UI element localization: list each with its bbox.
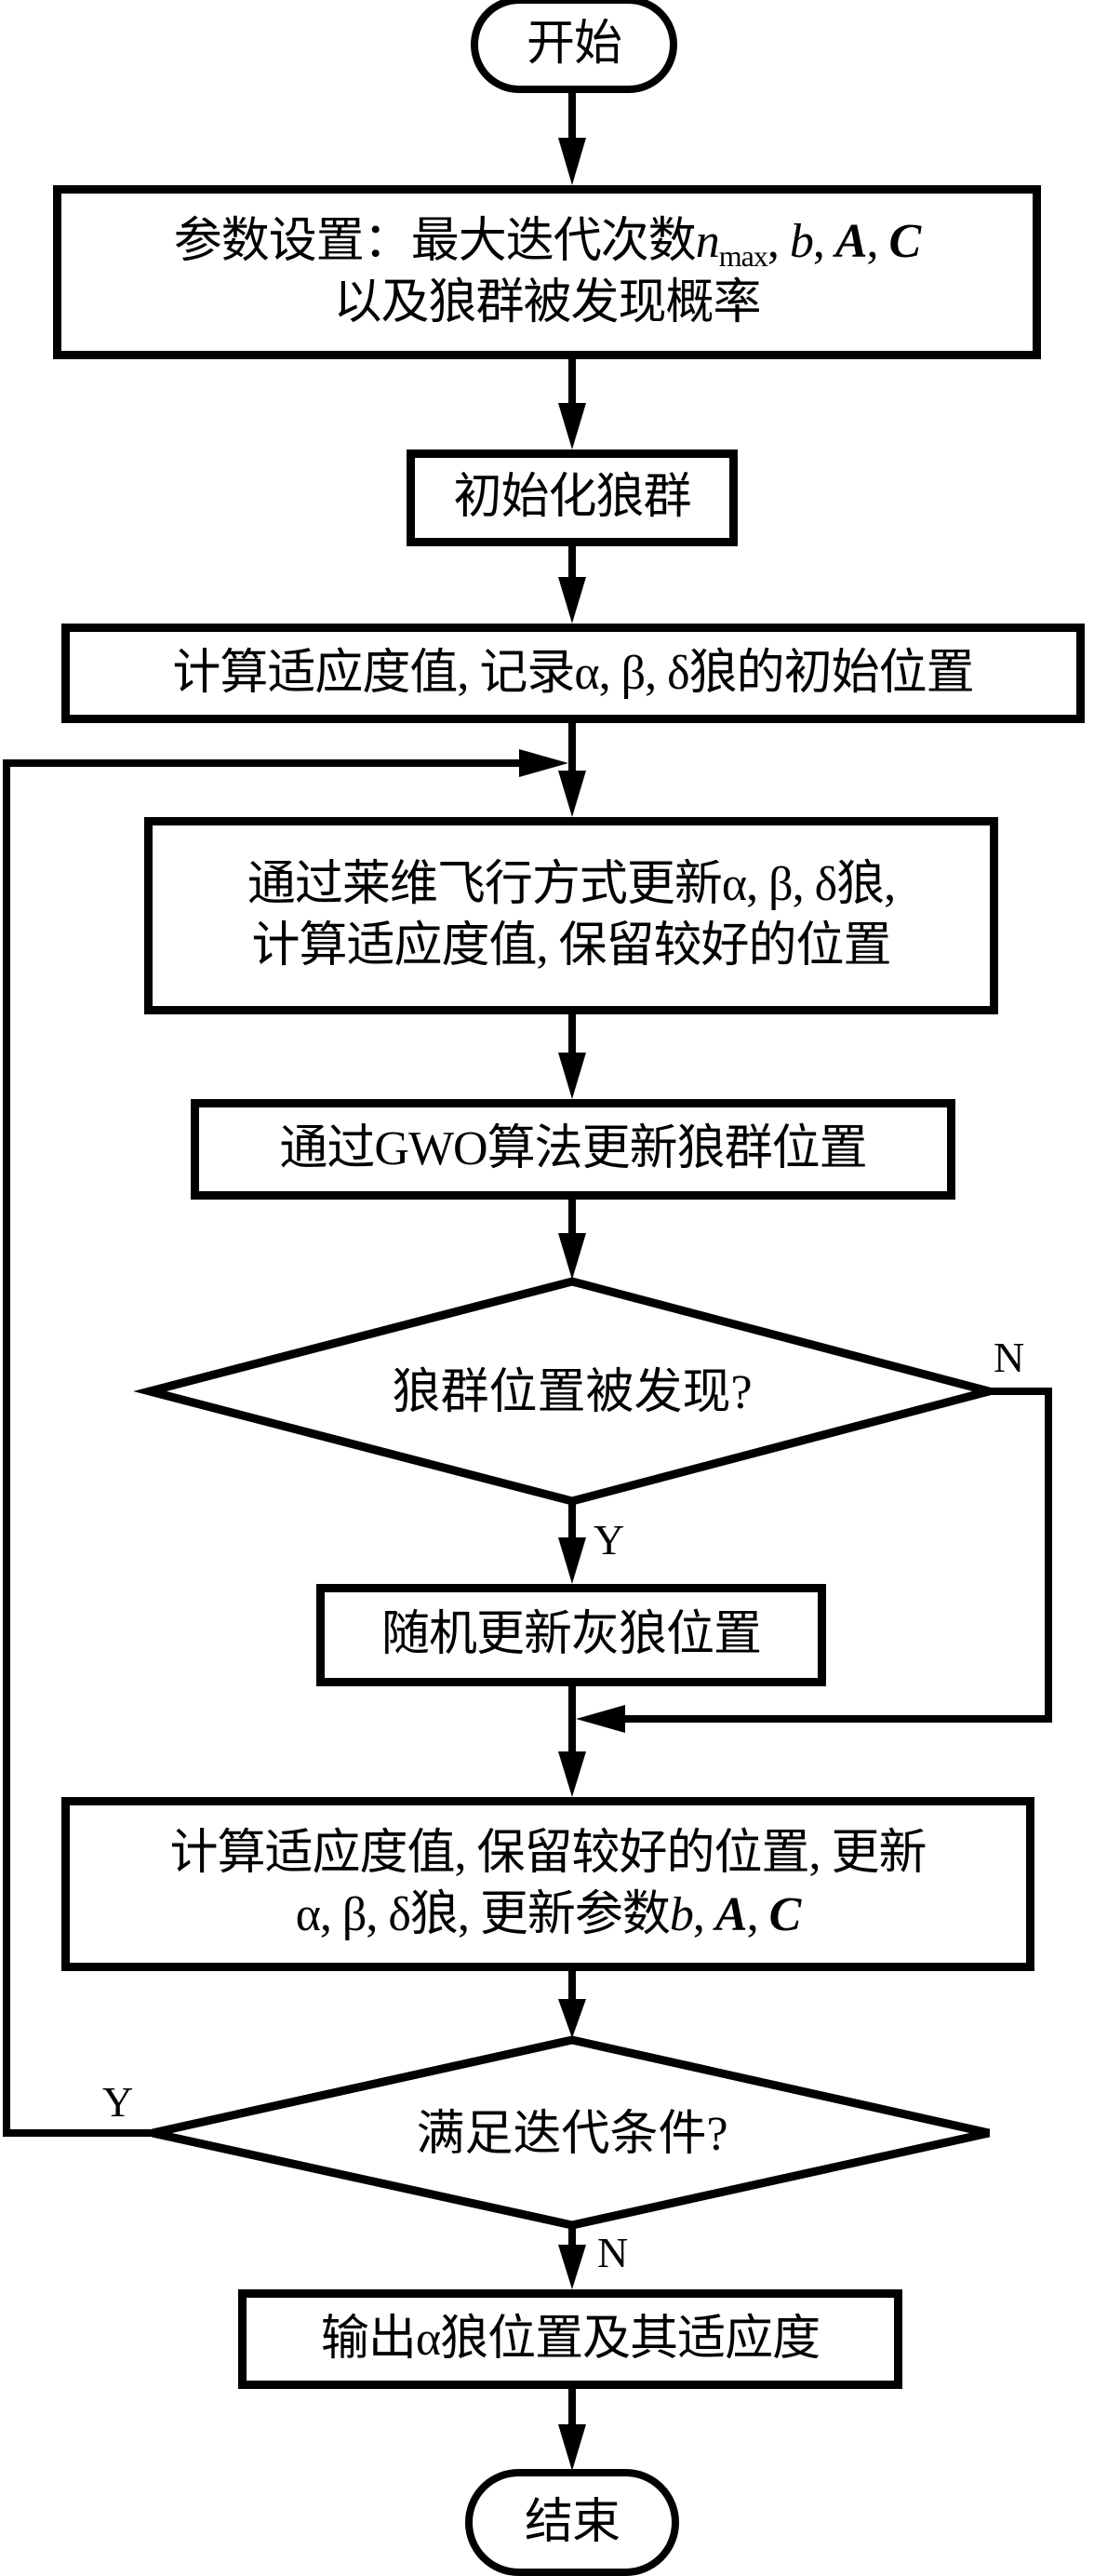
decision-iter-no-label: N xyxy=(597,2229,629,2276)
arrowhead xyxy=(558,1053,586,1099)
var-A: A xyxy=(834,214,868,268)
arrowhead xyxy=(558,771,586,817)
var-n: n xyxy=(695,214,720,268)
decision-iter-shape xyxy=(152,2035,990,2230)
arrowhead xyxy=(558,2424,586,2471)
end-label: 结束 xyxy=(524,2495,620,2549)
gwo-box: 通过GWO算法更新狼群位置 xyxy=(191,1099,955,1200)
levy-box: 通过莱维飞行方式更新α, β, δ狼, 计算适应度值, 保留较好的位置 xyxy=(144,817,998,1014)
arrowhead xyxy=(558,1537,586,1584)
decision-found-shape xyxy=(133,1277,1006,1506)
arrowhead xyxy=(558,138,586,185)
decision-found-label: 狼群位置被发现? xyxy=(392,1366,753,1419)
fitness-update-prefix: α, β, δ狼, 更新参数 xyxy=(295,1887,671,1941)
gwo-label: 通过GWO算法更新狼群位置 xyxy=(279,1122,867,1175)
var-n-subscript: max xyxy=(718,238,768,273)
init-label: 初始化狼群 xyxy=(453,471,691,524)
var-C: C xyxy=(768,1887,802,1941)
params-line-1: 参数设置：最大迭代次数nmax, b, A, C xyxy=(173,211,922,273)
sep: , xyxy=(812,214,835,268)
output-label: 输出α狼位置及其适应度 xyxy=(320,2312,820,2366)
arrowhead xyxy=(558,2245,586,2289)
connector-decision-no xyxy=(625,1388,1052,1723)
var-b: b xyxy=(669,1887,694,1941)
sep: , xyxy=(692,1887,715,1941)
fitness-init-label: 计算适应度值, 记录α, β, δ狼的初始位置 xyxy=(172,646,974,700)
output-box: 输出α狼位置及其适应度 xyxy=(238,2289,902,2389)
end-terminal: 结束 xyxy=(465,2469,679,2576)
arrowhead xyxy=(558,1233,586,1280)
arrowhead xyxy=(558,403,586,449)
start-terminal: 开始 xyxy=(471,0,677,93)
random-update-label: 随机更新灰狼位置 xyxy=(380,1608,762,1661)
decision-iter-label: 满足迭代条件? xyxy=(416,2108,728,2161)
levy-line-1: 通过莱维飞行方式更新α, β, δ狼, xyxy=(247,858,896,911)
params-prefix: 参数设置：最大迭代次数 xyxy=(173,214,697,268)
var-b: b xyxy=(789,214,814,268)
params-line-2: 以及狼群被发现概率 xyxy=(333,275,761,329)
fitness-update-line-2: α, β, δ狼, 更新参数b, A, C xyxy=(169,1885,926,1946)
decision-iter-yes-label: Y xyxy=(102,2078,134,2126)
levy-line-2: 计算适应度值, 保留较好的位置 xyxy=(251,919,891,973)
arrowhead xyxy=(558,1999,586,2038)
fitness-update-line-1: 计算适应度值, 保留较好的位置, 更新 xyxy=(169,1826,927,1880)
arrowhead xyxy=(519,749,568,777)
connector-loop-back xyxy=(3,759,521,2137)
sep: , xyxy=(746,1887,769,1941)
fitness-init-box: 计算适应度值, 记录α, β, δ狼的初始位置 xyxy=(61,624,1085,723)
start-label: 开始 xyxy=(526,18,622,71)
arrowhead xyxy=(576,1705,625,1733)
fitness-update-box: 计算适应度值, 保留较好的位置, 更新 α, β, δ狼, 更新参数b, A, … xyxy=(61,1797,1034,1971)
random-update-box: 随机更新灰狼位置 xyxy=(316,1584,826,1686)
var-A: A xyxy=(714,1887,748,1941)
init-box: 初始化狼群 xyxy=(407,449,738,546)
var-C: C xyxy=(888,214,922,268)
sep: , xyxy=(866,214,889,268)
decision-found-no-label: N xyxy=(994,1334,1025,1381)
params-box: 参数设置：最大迭代次数nmax, b, A, C 以及狼群被发现概率 xyxy=(53,185,1041,359)
sep: , xyxy=(767,214,790,268)
arrowhead xyxy=(558,1751,586,1797)
decision-found-yes-label: Y xyxy=(594,1516,625,1563)
arrowhead xyxy=(558,577,586,624)
